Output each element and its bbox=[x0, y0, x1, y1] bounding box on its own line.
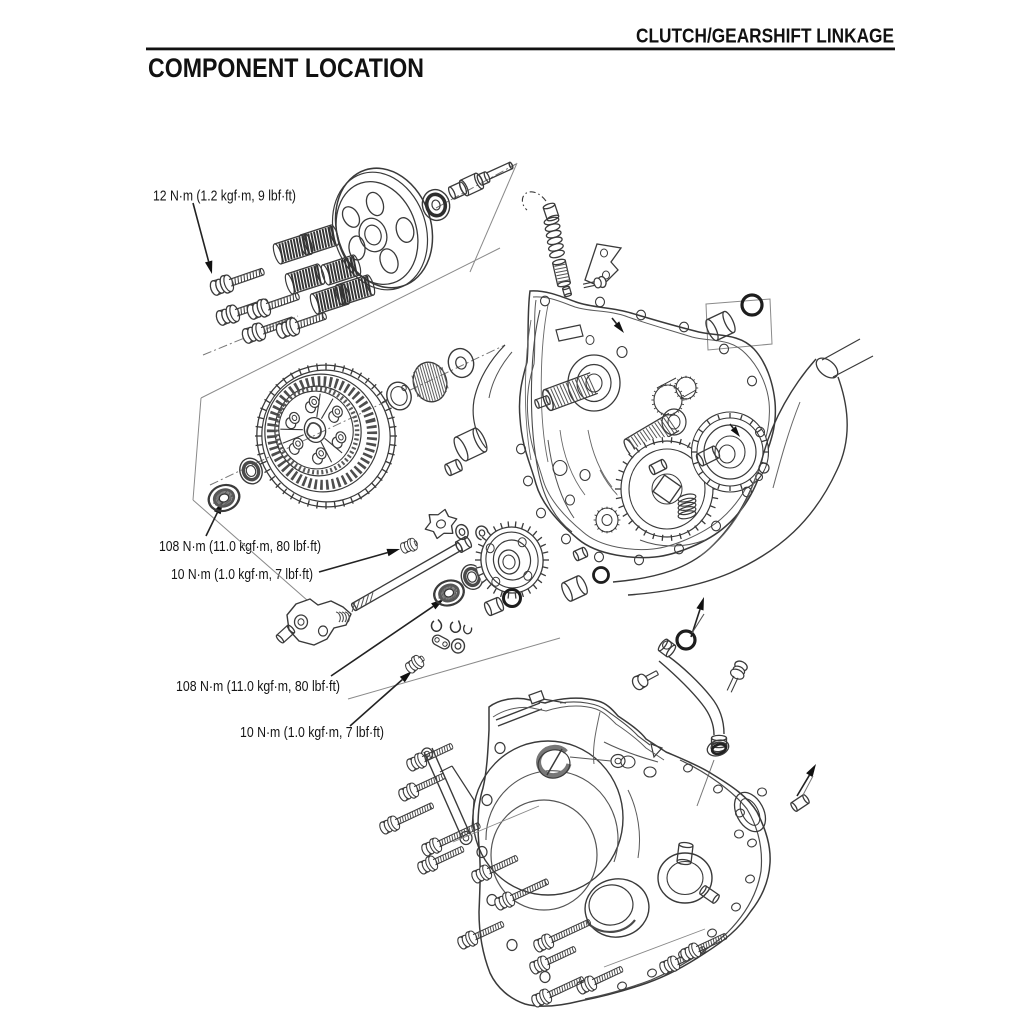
svg-text:108 N·m (11.0 kgf·m, 80 lbf·ft: 108 N·m (11.0 kgf·m, 80 lbf·ft) bbox=[176, 678, 340, 695]
svg-text:12 N·m (1.2 kgf·m, 9 lbf·ft): 12 N·m (1.2 kgf·m, 9 lbf·ft) bbox=[153, 188, 296, 205]
svg-text:CLUTCH/GEARSHIFT LINKAGE: CLUTCH/GEARSHIFT LINKAGE bbox=[636, 26, 894, 48]
svg-text:108 N·m (11.0 kgf·m, 80 lbf·ft: 108 N·m (11.0 kgf·m, 80 lbf·ft) bbox=[159, 538, 321, 555]
svg-text:10 N·m (1.0 kgf·m, 7 lbf·ft): 10 N·m (1.0 kgf·m, 7 lbf·ft) bbox=[240, 724, 384, 741]
svg-text:COMPONENT LOCATION: COMPONENT LOCATION bbox=[148, 53, 424, 83]
svg-text:10 N·m (1.0 kgf·m, 7 lbf·ft): 10 N·m (1.0 kgf·m, 7 lbf·ft) bbox=[171, 566, 313, 583]
